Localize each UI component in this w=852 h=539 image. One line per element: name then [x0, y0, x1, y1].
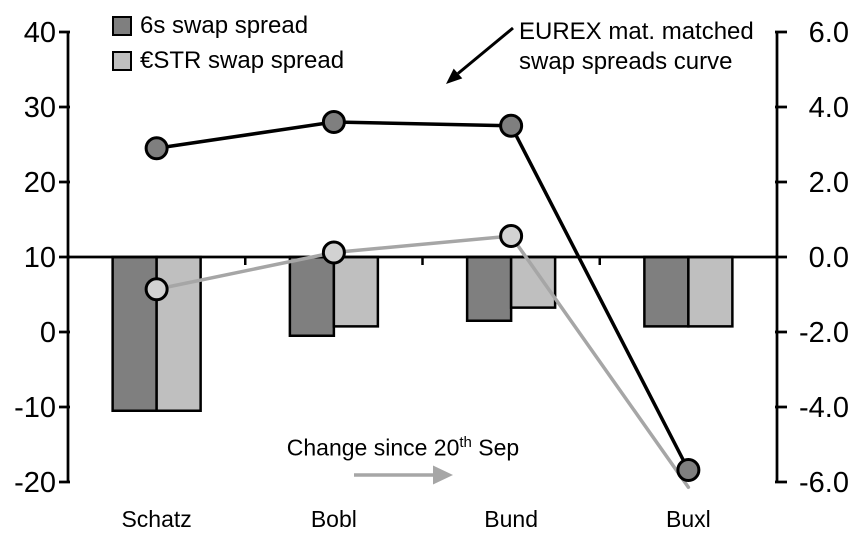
left-axis-label: -10 [14, 392, 56, 424]
right-axis-label: -2.0 [799, 317, 849, 349]
left-axis-label: 30 [24, 92, 56, 124]
category-label-bobl: Bobl [311, 506, 357, 532]
change-arrow-head [433, 465, 453, 485]
bar-bobl-1 [332, 255, 380, 328]
bar-buxl-0 [643, 255, 690, 328]
curve-annotation-arrow [446, 26, 514, 84]
legend-item-6s: 6s swap spread [112, 13, 344, 39]
marker-bobl [321, 110, 346, 134]
left-axis-label: 0 [40, 317, 56, 349]
right-axis-label: 6.0 [809, 17, 849, 49]
line-6s-curve [154, 120, 691, 472]
right-axis-label: 0.0 [809, 242, 849, 274]
marker-bobl [321, 240, 346, 265]
marker-bund [499, 113, 524, 138]
right-axis-label: 4.0 [809, 92, 849, 124]
change-annotation-arrow [354, 465, 453, 485]
curve-annotation-line1: EUREX mat. matched [519, 18, 754, 45]
legend: 6s swap spread €STR swap spread [112, 13, 344, 83]
left-axis-label: 40 [24, 17, 56, 49]
left-axis-label: -20 [14, 467, 56, 499]
line-estr-curve [154, 234, 691, 489]
right-axis-label: 2.0 [809, 167, 849, 199]
lines-layer [144, 110, 701, 489]
bar-bobl-0 [288, 255, 336, 337]
left-axis-label: 20 [24, 167, 56, 199]
bar-buxl-1 [687, 255, 734, 328]
curve-arrow-shaft [457, 26, 514, 75]
right-axis-label: -6.0 [799, 467, 849, 499]
change-annotation-prefix: Change since 20 [286, 434, 460, 461]
category-label-bund: Bund [484, 506, 538, 532]
category-label-schatz: Schatz [121, 506, 191, 532]
curve-annotation-line2: swap spreads curve [519, 48, 733, 75]
legend-item-estr: €STR swap spread [112, 48, 344, 74]
change-annotation-sup: th [459, 434, 472, 451]
axes-layer: 403020100-10-206.04.02.00.0-2.0-4.0-6.0S… [14, 17, 849, 532]
marker-buxl [676, 458, 701, 482]
change-annotation-suffix: Sep [471, 434, 520, 461]
legend-swatch-6s [112, 16, 132, 36]
curve-arrow-head [446, 68, 463, 84]
legend-label-6s: 6s swap spread [140, 12, 309, 39]
legend-swatch-estr [112, 51, 132, 71]
right-axis-label: -4.0 [799, 392, 849, 424]
category-label-buxl: Buxl [666, 506, 711, 532]
curve-annotation: EUREX mat. matched swap spreads curve [519, 17, 754, 77]
marker-bund [499, 224, 524, 248]
change-annotation: Change since 20th Sep [283, 434, 523, 462]
marker-schatz [144, 136, 169, 161]
legend-label-estr: €STR swap spread [140, 47, 345, 74]
left-axis-label: 10 [24, 242, 56, 274]
bar-bund-0 [465, 255, 513, 322]
marker-schatz [144, 277, 169, 302]
